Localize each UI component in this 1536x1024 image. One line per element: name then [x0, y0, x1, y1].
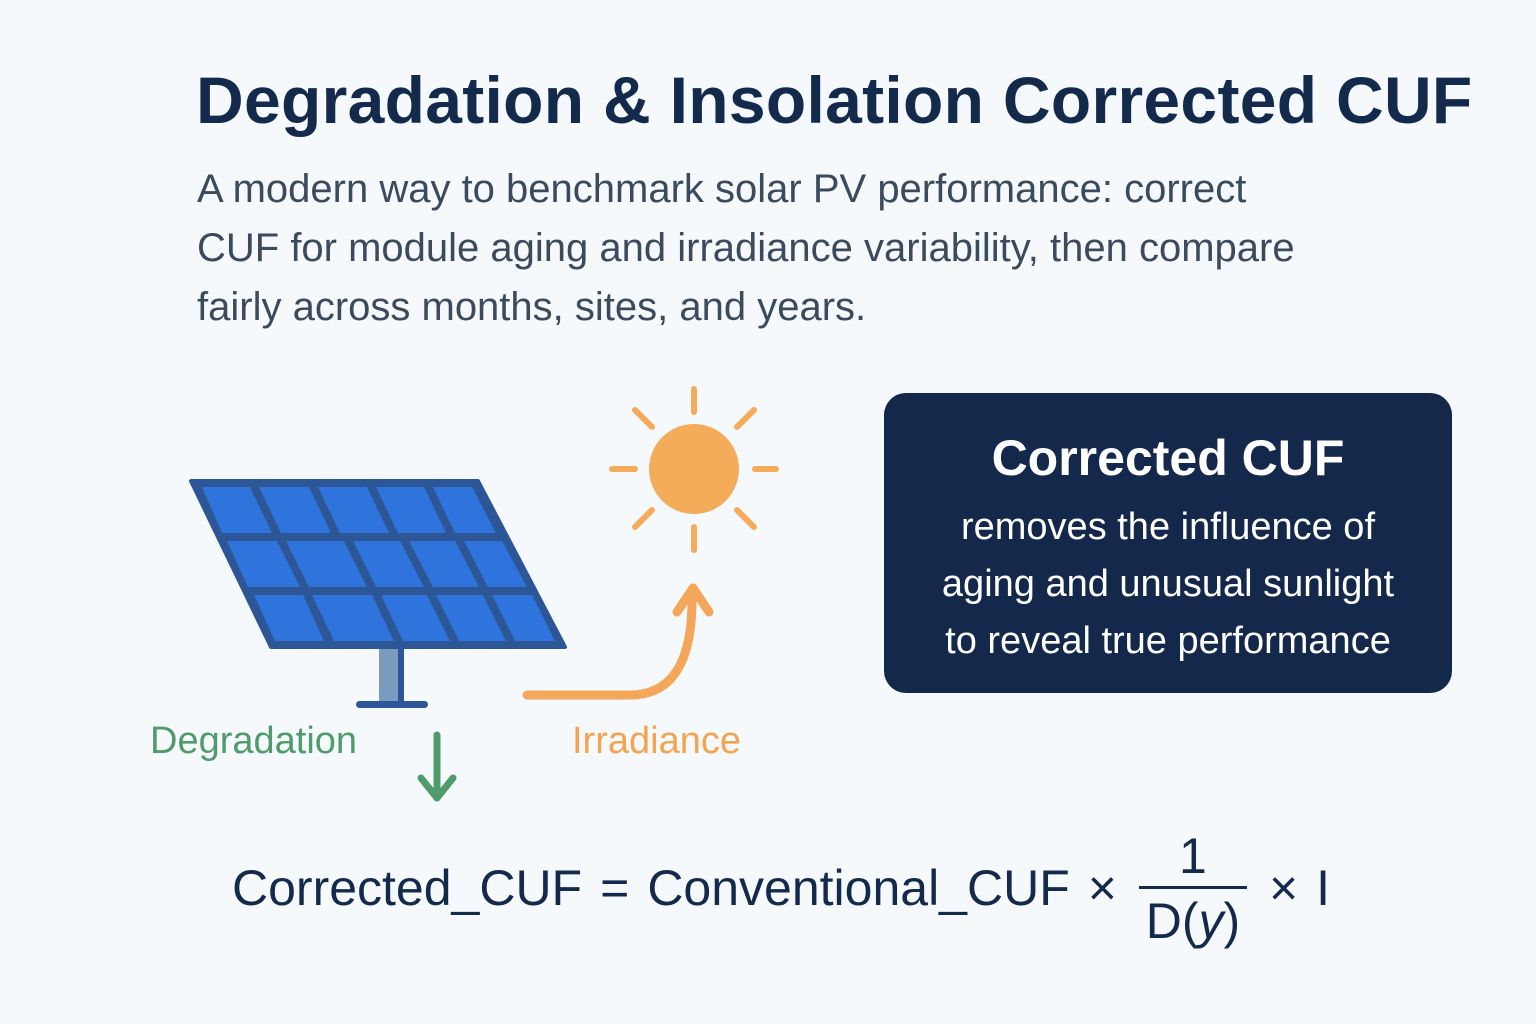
formula-times: × [1087, 860, 1117, 916]
corrected-cuf-callout: Corrected CUF removes the influence of a… [884, 393, 1452, 693]
formula-equals: = [600, 860, 630, 916]
callout-title: Corrected CUF [991, 430, 1345, 486]
irradiance-label: Irradiance [572, 720, 741, 762]
fraction-denominator: D(y) [1146, 893, 1240, 949]
formula-times: × [1268, 860, 1299, 916]
corrected-cuf-formula: Corrected_CUF = Conventional_CUF × 1 D(y… [232, 818, 1330, 958]
formula-fraction: 1 D(y) [1138, 827, 1247, 949]
subtitle-line: fairly across months, sites, and years. [197, 285, 867, 329]
arrow-down-icon [417, 731, 457, 802]
denominator-func: D( [1145, 892, 1199, 949]
subtitle-line: A modern way to benchmark solar PV perfo… [197, 167, 1247, 211]
formula-insolation-factor: I [1316, 860, 1331, 916]
formula-conventional-cuf: Conventional_CUF [647, 860, 1070, 916]
degradation-label: Degradation [150, 720, 358, 762]
callout-line: to reveal true performance [945, 620, 1391, 662]
callout-line: aging and unusual sunlight [941, 563, 1395, 605]
sun-icon [609, 386, 779, 553]
subtitle-line: CUF for module aging and irradiance vari… [197, 226, 1295, 270]
callout-line: removes the influence of [960, 506, 1375, 548]
curved-arrow-up-icon [522, 583, 714, 700]
fraction-numerator: 1 [1179, 827, 1207, 884]
fraction-bar [1138, 885, 1247, 889]
denominator-close: ) [1223, 892, 1241, 949]
page-subtitle: A modern way to benchmark solar PV perfo… [197, 160, 1437, 337]
page-title: Degradation & Insolation Corrected CUF [196, 63, 1473, 137]
denominator-var: y [1198, 892, 1224, 949]
formula-lhs: Corrected_CUF [232, 860, 583, 916]
callout-body: removes the influence of aging and unusu… [884, 499, 1452, 670]
solar-panel-icon [189, 479, 567, 708]
